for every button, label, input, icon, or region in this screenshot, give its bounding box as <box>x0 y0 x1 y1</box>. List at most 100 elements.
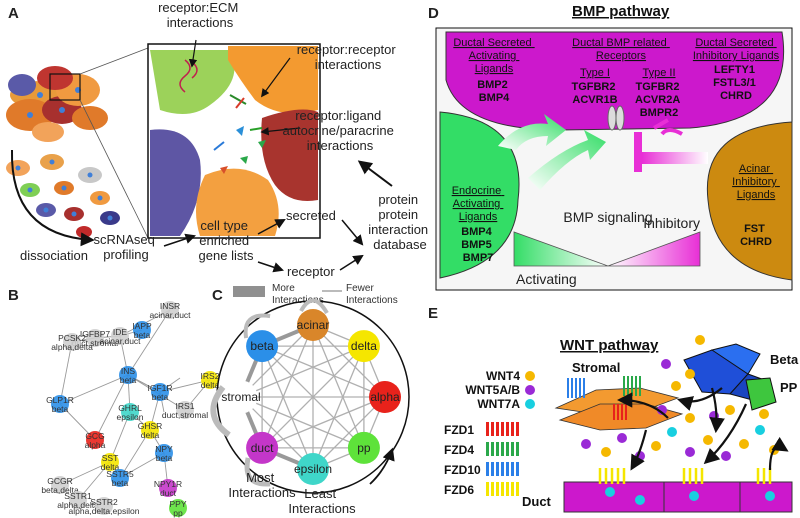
svg-text:WNT4: WNT4 <box>486 369 520 383</box>
type1-receptors: Type I TGFBR2 ACVR1B <box>571 67 617 106</box>
svg-text:Type II: Type II <box>642 67 675 79</box>
svg-text:beta: beta <box>156 453 173 463</box>
duct-cells <box>563 481 793 513</box>
panel-e-label: E <box>428 305 438 322</box>
svg-text:GCG: GCG <box>85 431 104 441</box>
receptor-ligand-label: receptor:ligand autocrine/paracrine inte… <box>283 108 398 153</box>
panel-a-label: A <box>8 5 19 22</box>
wnt-signaling-arrows <box>616 387 789 471</box>
panel-b-label: B <box>8 287 19 304</box>
ductal-activating-group: Ductal Secreted Activating Ligands BMP2 … <box>453 37 534 104</box>
svg-text:pp: pp <box>357 441 371 455</box>
acinar-cell <box>706 121 793 281</box>
scrnaseq-label: scRNAseq profiling <box>93 232 158 262</box>
to-secreted-arrow <box>257 219 286 235</box>
svg-text:IGF1R: IGF1R <box>147 383 172 393</box>
svg-text:duct,stromal: duct,stromal <box>72 338 118 348</box>
ductal-inhibition-tee <box>653 118 669 130</box>
legend-more-label: More Interactions <box>272 283 324 306</box>
fzd-legend-fzd4: FZD4 <box>444 442 519 457</box>
svg-text:FZD4: FZD4 <box>444 443 474 457</box>
ductal-activating-arrow <box>498 114 566 150</box>
self-loop-acinar <box>299 298 329 315</box>
svg-text:duct: duct <box>251 441 274 455</box>
svg-text:WNT5A/B: WNT5A/B <box>465 383 520 397</box>
cell-node-alpha: alpha <box>369 381 401 413</box>
least-interactions-label: Least Interactions <box>288 486 356 516</box>
ductal-cell <box>445 31 785 131</box>
svg-text:GHRL: GHRL <box>118 403 142 413</box>
legend-fewer-label: Fewer Interactions <box>346 283 398 306</box>
svg-text:alpha: alpha <box>85 440 106 450</box>
activating-gradient <box>513 231 609 267</box>
svg-text:Type I: Type I <box>580 67 610 79</box>
cell-node-stromal: stromal <box>221 380 261 414</box>
svg-text:pp: pp <box>173 508 183 518</box>
svg-text:IRS2: IRS2 <box>201 371 220 381</box>
receptors-heading: Ductal BMP related Receptors <box>572 37 670 62</box>
svg-text:Ductal Secreted Activati: Ductal Secreted Activating Ligands <box>453 37 534 75</box>
profiling-arrow <box>163 233 196 247</box>
pp-label: PP <box>780 380 798 395</box>
svg-text:IRS1: IRS1 <box>176 401 195 411</box>
acinar-ligands: Acinar Inhibitory Ligands FST CHRD <box>732 163 777 248</box>
endocrine-ligands: Endocrine Activating Ligands BMP4 BMP5 B… <box>452 185 505 264</box>
svg-text:delta: delta <box>201 380 220 390</box>
acinar-inhibition-tee <box>634 132 642 172</box>
inset-callout-arrows <box>188 39 301 136</box>
svg-text:IGFBP7: IGFBP7 <box>80 329 111 339</box>
endocrine-activating-arrow <box>528 130 606 190</box>
svg-text:BMP4 BMP5 BMP7: BMP4 BMP5 BMP7 <box>461 226 495 264</box>
cell-node-beta: beta <box>246 330 279 363</box>
svg-text:FST CHRD: FST CHRD <box>740 223 772 248</box>
svg-text:beta,delta: beta,delta <box>41 485 79 495</box>
wnt-title: WNT pathway <box>560 337 659 354</box>
cell-node-acinar: acinar <box>297 309 329 341</box>
duct-receptors <box>598 468 772 484</box>
self-loop-stromal <box>210 385 231 438</box>
svg-text:beta: beta <box>52 404 69 414</box>
svg-text:duct,stromal: duct,stromal <box>162 410 208 420</box>
svg-text:IAPP: IAPP <box>132 321 152 331</box>
svg-text:SSTR5: SSTR5 <box>106 469 134 479</box>
ligand-legend-wnt5a-b: WNT5A/B <box>465 383 535 397</box>
svg-text:INSR: INSR <box>160 301 180 311</box>
cell-type-label: cell type enriched gene lists <box>199 218 254 263</box>
svg-text:delta: delta <box>141 430 160 440</box>
stromal-label: Stromal <box>572 360 620 375</box>
svg-text:acinar,duct: acinar,duct <box>99 336 141 346</box>
svg-text:acinar,duct: acinar,duct <box>149 310 191 320</box>
svg-text:GCGR: GCGR <box>47 476 73 486</box>
svg-text:PCSK2: PCSK2 <box>58 333 86 343</box>
interaction-edge <box>261 345 386 398</box>
svg-text:FZD1: FZD1 <box>444 423 474 437</box>
ductal-inhibitory-group: Ductal Secreted Inhibitory Ligands LEFTY… <box>693 37 780 102</box>
interaction-edge <box>261 345 365 449</box>
svg-text:SST: SST <box>102 453 119 463</box>
cell-node-duct: duct <box>246 431 279 464</box>
network-b-nodes: IGFBP7duct,stromalINSRacinar,ductIAPPbet… <box>41 301 220 518</box>
svg-text:PPY: PPY <box>169 499 186 509</box>
svg-text:delta: delta <box>101 462 120 472</box>
svg-text:stromal: stromal <box>221 390 260 404</box>
svg-text:Endocrine Activating: Endocrine Activating Ligands <box>452 185 505 223</box>
pp-cell <box>745 377 777 411</box>
svg-text:alpha,delta,epsilon: alpha,delta,epsilon <box>69 506 140 516</box>
zoomed-interaction-inset <box>147 43 321 239</box>
